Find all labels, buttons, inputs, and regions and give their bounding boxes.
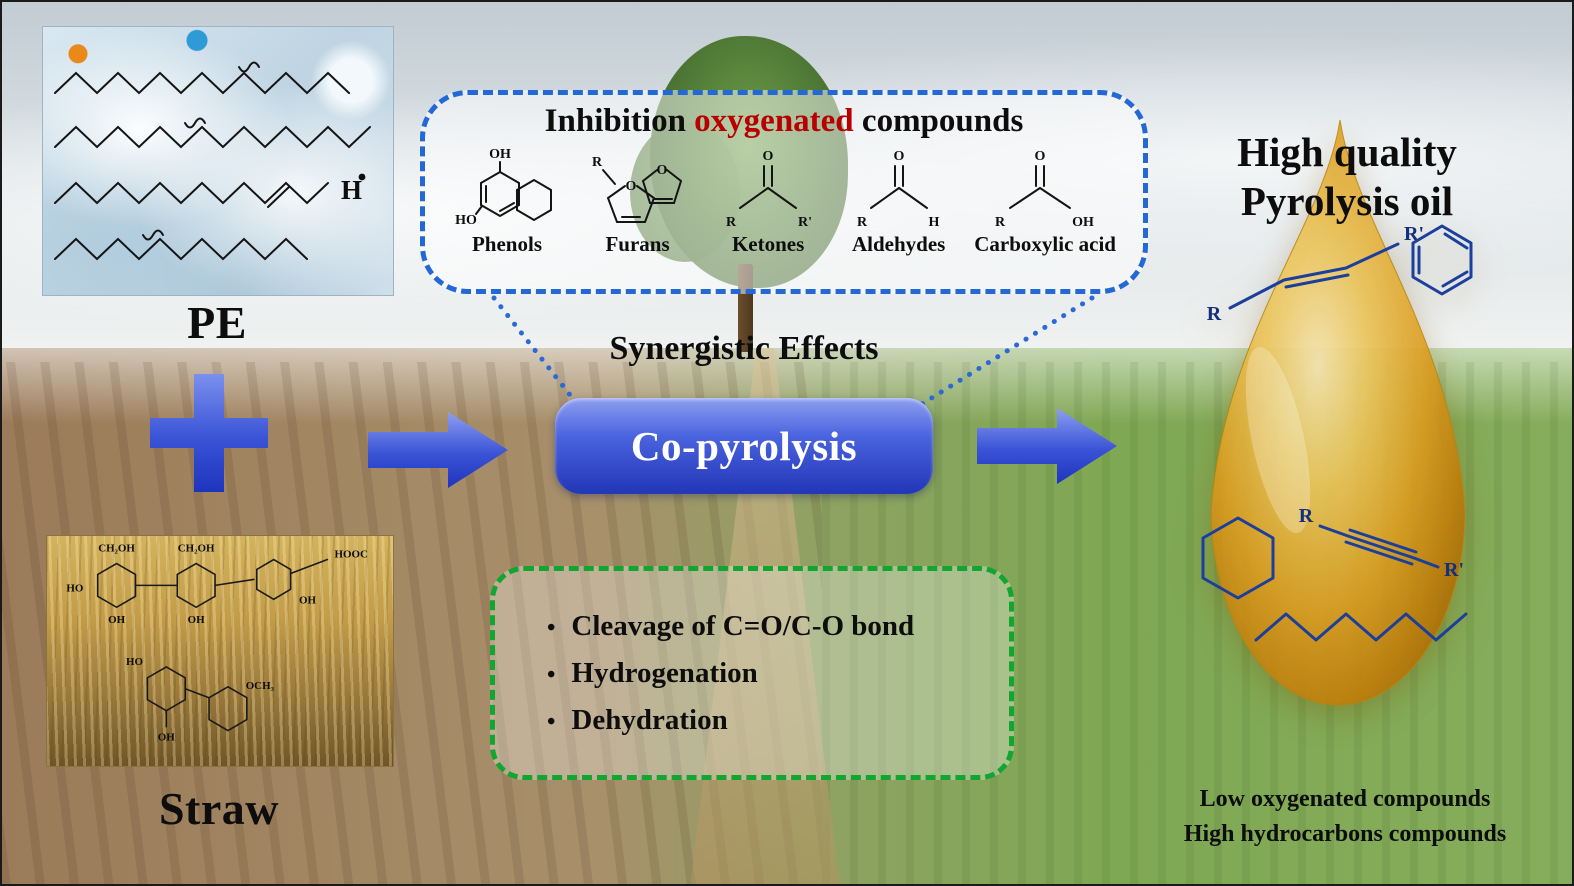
alkene-r-label: R — [1207, 303, 1222, 325]
molecule-phenols: OH HO Phenols — [452, 142, 562, 257]
straw-photo: CH₂OH HO OH CH₂OH OH HOOC OH OCH₃ HO OH — [46, 535, 394, 767]
product-title: High quality Pyrolysis oil — [1182, 128, 1512, 226]
bullet: • — [547, 661, 556, 688]
pe-label: PE — [187, 297, 247, 348]
pe-plastic-photo: H — [42, 26, 394, 296]
radical-dot — [358, 173, 366, 181]
furan-o-label: O — [625, 179, 636, 194]
hydrocarbon-structures: R R' R R' — [1201, 223, 1473, 642]
mechanism-item: • Dehydration — [547, 704, 1009, 737]
ketone-o-label: O — [763, 149, 774, 164]
product-footer-line1: Low oxygenated compounds — [1199, 786, 1491, 812]
molecule-carboxylic-acid: O R OH Carboxylic acid — [974, 142, 1116, 257]
droplet-highlight — [1245, 346, 1311, 534]
arrow-copyrolysis-to-oil — [977, 408, 1117, 484]
title-post: compounds — [853, 103, 1024, 139]
furan-o-label: O — [656, 163, 667, 178]
mechanism-text: Hydrogenation — [571, 656, 758, 689]
carboxylic-o-label: O — [1035, 149, 1046, 164]
oil-droplet: R R' R R' — [1201, 119, 1473, 706]
furan-r-label: R — [592, 155, 603, 170]
mechanism-text: Cleavage of C=O/C-O bond — [571, 609, 915, 642]
straw-atom-label: HO — [66, 582, 83, 594]
product-footer: Low oxygenated compounds High hydrocarbo… — [1130, 782, 1560, 852]
product-title-line2: Pyrolysis oil — [1240, 178, 1454, 225]
molecule-row: OH HO Phenols O O R Furans — [452, 142, 1116, 257]
straw-atom-label: OH — [158, 731, 175, 743]
phenols-structure: OH HO — [455, 147, 552, 228]
phenols-ho-label: HO — [455, 213, 477, 228]
mechanism-box: • Cleavage of C=O/C-O bond • Hydrogenati… — [490, 566, 1014, 780]
carboxylic-structure: O R OH — [995, 149, 1094, 230]
phenols-oh-label: OH — [489, 147, 511, 162]
mechanism-item: • Cleavage of C=O/C-O bond — [547, 610, 1009, 643]
inhibition-title: Inhibition oxygenated compounds — [545, 103, 1024, 140]
plus-icon — [150, 374, 268, 492]
alkyne-rprime-label: R' — [1444, 559, 1464, 581]
ketone-rprime-label: R' — [798, 215, 812, 230]
straw-atom-label: OH — [299, 594, 316, 606]
mechanism-item: • Hydrogenation — [547, 657, 1009, 690]
alkyne-r-label: R — [1299, 505, 1314, 527]
aldehydes-label: Aldehydes — [852, 232, 946, 256]
straw-label: Straw — [158, 783, 280, 834]
bullet: • — [547, 708, 556, 735]
ketones-label: Ketones — [731, 232, 805, 256]
straw-atom-label: CH₂OH — [98, 543, 135, 555]
straw-atom-label: OH — [108, 614, 125, 626]
bullet: • — [547, 614, 556, 641]
biomass-structures: CH₂OH HO OH CH₂OH OH HOOC OH OCH₃ HO OH — [66, 543, 368, 744]
arrow-left-to-copyrolysis — [368, 412, 508, 488]
inhibition-box: Inhibition oxygenated compounds OH HO Ph… — [420, 90, 1148, 294]
furans-structure: O O R — [592, 155, 682, 223]
cyclohexane-ring — [1201, 516, 1275, 600]
molecule-aldehydes: O R H Aldehydes — [844, 142, 954, 257]
title-pre: Inhibition — [544, 103, 695, 139]
synergistic-effects-label: Synergistic Effects — [609, 330, 879, 367]
straw-atom-label: HOOC — [335, 549, 368, 561]
molecule-furans: O O R Furans — [583, 142, 693, 257]
carboxylic-r-label: R — [995, 215, 1006, 230]
alkane-chain — [1254, 612, 1468, 642]
molecule-ketones: O R R' Ketones — [713, 142, 823, 257]
phenols-label: Phenols — [471, 232, 542, 256]
mechanism-text: Dehydration — [571, 703, 728, 736]
ketones-structure: O R R' — [726, 149, 812, 230]
title-highlight: oxygenated — [694, 103, 854, 139]
aldehydes-structure: O R H — [857, 149, 940, 230]
aldehyde-o-label: O — [893, 149, 904, 164]
ketone-r-label: R — [726, 215, 737, 230]
product-footer-line2: High hydrocarbons compounds — [1183, 820, 1507, 847]
pe-polymer-chains: H — [54, 61, 371, 261]
benzene-ring — [1411, 224, 1473, 296]
straw-atom-label: HO — [126, 656, 143, 668]
aldehyde-h-label: H — [928, 215, 939, 230]
h-radical-label: H — [341, 175, 362, 205]
aldehyde-r-label: R — [857, 215, 868, 230]
straw-atom-label: OH — [188, 614, 205, 626]
product-title-line1: High quality — [1237, 129, 1457, 175]
straw-atom-label: CH₂OH — [178, 543, 215, 555]
furans-label: Furans — [605, 232, 670, 256]
carboxylic-oh-label: OH — [1072, 215, 1094, 230]
carboxylic-label: Carboxylic acid — [974, 232, 1116, 256]
straw-atom-label: OCH₃ — [246, 680, 275, 692]
co-pyrolysis-badge: Co-pyrolysis — [555, 398, 933, 494]
